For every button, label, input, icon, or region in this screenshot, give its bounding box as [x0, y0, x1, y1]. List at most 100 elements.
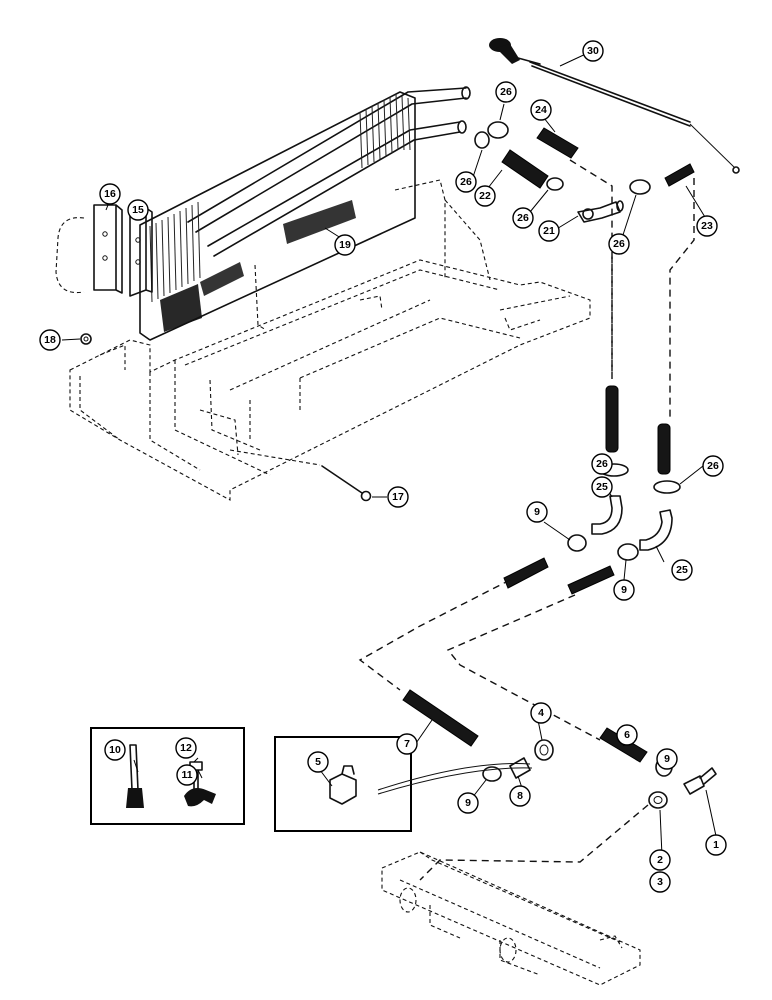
svg-text:21: 21 — [543, 225, 555, 237]
callout-15: 15 — [127, 199, 149, 221]
callout-26-lower-right: 26 — [702, 455, 724, 477]
clamp-26-f — [653, 480, 681, 494]
svg-text:7: 7 — [404, 738, 410, 750]
hose-23 — [664, 163, 695, 187]
callout-10: 10 — [104, 739, 126, 761]
callout-25-b: 25 — [671, 559, 693, 581]
tractor-frame-phantom — [69, 179, 591, 501]
svg-text:19: 19 — [339, 239, 351, 251]
vertical-hoses — [591, 385, 681, 551]
elbow-fitting-5 — [329, 765, 357, 805]
fitting-2 — [648, 791, 668, 809]
svg-text:23: 23 — [701, 220, 713, 232]
svg-text:30: 30 — [587, 45, 599, 57]
lower-block-phantom — [381, 851, 641, 986]
elbow-25-b — [639, 509, 673, 551]
svg-text:9: 9 — [465, 797, 471, 809]
callout-22: 22 — [474, 185, 496, 207]
svg-text:16: 16 — [104, 188, 116, 200]
svg-text:26: 26 — [460, 176, 472, 188]
clamp-9-a — [567, 534, 587, 552]
foam-strip-19 — [283, 200, 356, 244]
svg-text:10: 10 — [109, 744, 121, 756]
callout-23: 23 — [696, 215, 718, 237]
clamp-26-a — [487, 121, 509, 139]
callout-9-d: 9 — [656, 748, 678, 770]
svg-text:9: 9 — [621, 584, 627, 596]
callout-25-a: 25 — [591, 476, 613, 498]
svg-text:5: 5 — [315, 756, 321, 768]
svg-text:12: 12 — [180, 742, 192, 754]
hose-22 — [501, 149, 549, 189]
clamp-26-c — [546, 177, 564, 191]
hose-7 — [402, 689, 479, 747]
inset-box-2 — [274, 736, 412, 832]
svg-text:9: 9 — [534, 506, 540, 518]
valve-21 — [577, 201, 621, 223]
svg-text:4: 4 — [538, 707, 544, 719]
callout-11: 11 — [176, 764, 198, 786]
svg-text:26: 26 — [613, 238, 625, 250]
callout-26-mid: 26 — [512, 207, 534, 229]
callout-26-right: 26 — [608, 233, 630, 255]
svg-text:15: 15 — [132, 204, 144, 216]
callout-17: 17 — [387, 486, 409, 508]
callout-24: 24 — [530, 99, 552, 121]
svg-text:25: 25 — [596, 481, 608, 493]
svg-text:6: 6 — [624, 729, 630, 741]
callout-8: 8 — [509, 785, 531, 807]
callout-16: 16 — [99, 183, 121, 205]
svg-text:26: 26 — [517, 212, 529, 224]
svg-text:22: 22 — [479, 190, 491, 202]
callout-12: 12 — [175, 737, 197, 759]
svg-text:26: 26 — [707, 460, 719, 472]
svg-text:3: 3 — [657, 876, 663, 888]
callout-21: 21 — [538, 220, 560, 242]
clamp-9-c — [482, 766, 502, 782]
clip-11 — [184, 788, 216, 807]
callout-6: 6 — [616, 724, 638, 746]
svg-text:25: 25 — [676, 564, 688, 576]
callout-30: 30 — [582, 40, 604, 62]
drain-valve-1 — [683, 767, 717, 795]
callout-19: 19 — [334, 234, 356, 256]
callout-7: 7 — [396, 733, 418, 755]
svg-text:26: 26 — [596, 458, 608, 470]
middle-hoses — [358, 534, 639, 741]
callout-18: 18 — [39, 329, 61, 351]
svg-text:1: 1 — [713, 839, 719, 851]
upper-hoses — [474, 121, 695, 420]
core-fins — [149, 93, 411, 303]
svg-text:18: 18 — [44, 334, 56, 346]
svg-text:24: 24 — [535, 104, 547, 116]
callout-9-b: 9 — [613, 579, 635, 601]
bracket-16 — [93, 204, 123, 294]
nut-4 — [534, 739, 554, 761]
svg-text:17: 17 — [392, 491, 404, 503]
hose-24 — [536, 127, 579, 159]
callout-26-top: 26 — [495, 81, 517, 103]
svg-text:11: 11 — [181, 769, 192, 781]
callout-5: 5 — [307, 751, 329, 773]
nut-18 — [80, 333, 92, 345]
svg-text:26: 26 — [500, 86, 512, 98]
svg-text:9: 9 — [664, 753, 670, 765]
clamp-9-b — [617, 543, 639, 561]
control-cable-30 — [489, 38, 740, 174]
svg-text:8: 8 — [517, 790, 523, 802]
callout-1: 1 — [705, 834, 727, 856]
callout-3: 3 — [649, 871, 671, 893]
heater-core-assembly — [55, 86, 471, 341]
callout-26-lower-left: 26 — [591, 453, 613, 475]
fitting-8 — [509, 757, 531, 779]
clamp-26-d — [629, 179, 651, 195]
clamp-26-b — [474, 131, 490, 149]
callout-9-a: 9 — [526, 501, 548, 523]
svg-text:2: 2 — [657, 854, 663, 866]
callout-4: 4 — [530, 702, 552, 724]
callout-2: 2 — [649, 849, 671, 871]
callout-26-left: 26 — [455, 171, 477, 193]
elbow-25-a — [591, 495, 623, 535]
callout-9-c: 9 — [457, 792, 479, 814]
